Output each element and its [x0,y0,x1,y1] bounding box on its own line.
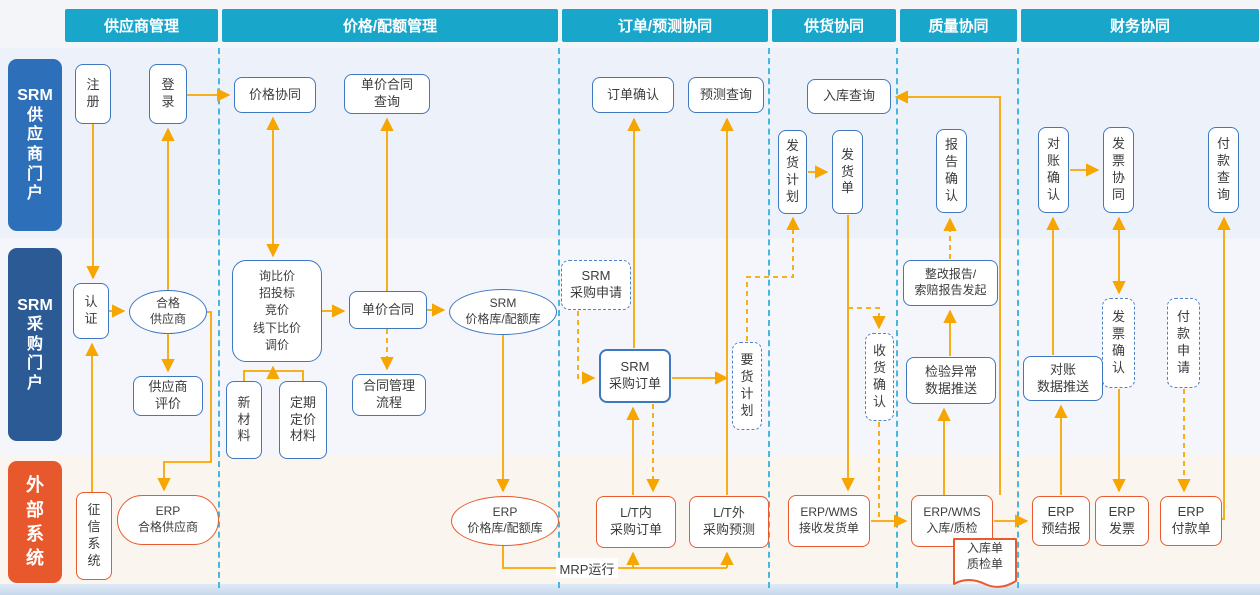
node-erp-qualified-supplier: ERP 合格供应商 [117,495,219,545]
document-shape [953,538,1017,588]
node-erp-payment: ERP 付款单 [1160,496,1222,546]
lane-srm-supplier-portal: SRM 供 应 商 门 户 [8,59,62,231]
edge-shipnote-receiptconfirm [848,307,886,330]
node-order-confirm: 订单确认 [592,77,674,113]
column-separator [896,48,898,588]
node-erp-presettle: ERP 预结报 [1032,496,1090,546]
node-contract-mgmt-process: 合同管理 流程 [352,374,426,416]
node-inbound-query: 入库查询 [807,79,891,114]
column-separator [218,48,220,588]
node-qualified-supplier: 合格 供应商 [129,290,207,334]
header-quality-collab: 质量协同 [900,9,1017,42]
header-supply-collab: 供货协同 [772,9,896,42]
edge-srmpr-srmpo [577,311,596,385]
edge-materials-join [243,370,304,381]
node-ship-plan: 发 货 计 划 [778,130,807,214]
node-rectification-report: 整改报告/ 索赔报告发起 [903,260,998,306]
node-payment-request: 付 款 申 请 [1167,298,1200,388]
node-erpwms-receive: ERP/WMS 接收发货单 [788,495,870,547]
edge-qualified-erp [157,311,212,492]
bottom-decor-strip [0,584,1260,595]
header-supplier-mgmt: 供应商管理 [65,9,218,42]
node-srm-purchase-order: SRM 采购订单 [599,349,671,403]
edge-erpwms-inboundquery [894,90,1001,495]
node-payment-query: 付 款 查 询 [1208,127,1239,213]
document-label: 入库单 质检单 [966,541,1003,571]
node-lt-in-po: L/T内 采购订单 [596,496,676,548]
edge-erppayment-paymentquery [1216,216,1231,520]
edge-erplib-mrp [502,546,727,569]
node-unit-price-contract-query: 单价合同 查询 [344,74,430,114]
node-receipt-confirm: 收 货 确 认 [865,333,894,421]
node-sourcing-methods: 询比价 招投标 竞价 线下比价 调价 [232,260,322,362]
header-price-quota-mgmt: 价格/配额管理 [222,9,558,42]
edge-deliveryplan-shipplan [746,216,800,341]
node-price-collab: 价格协同 [234,77,316,113]
label-mrp-run: MRP运行 [556,558,618,578]
node-inbound-qc-doc: 入库单 质检单 [952,537,1018,592]
node-login: 登 录 [149,64,187,124]
node-erp-invoice: ERP 发票 [1095,496,1149,546]
node-unit-price-contract: 单价合同 [349,291,427,329]
node-periodic-pricing-material: 定期 定价 材料 [279,381,327,459]
node-supplier-eval: 供应商 评价 [133,376,203,416]
header-order-forecast: 订单/预测协同 [562,9,768,42]
header-finance-collab: 财务协同 [1021,9,1259,42]
node-invoice-collab: 发 票 协 同 [1103,127,1134,213]
node-srm-purchase-request: SRM 采购申请 [561,260,631,310]
node-register: 注 册 [75,64,111,124]
lane-external-systems: 外 部 系 统 [8,461,62,583]
column-separator [768,48,770,588]
node-recon-data-push: 对账 数据推送 [1023,356,1103,401]
node-invoice-confirm: 发 票 确 认 [1102,298,1135,388]
node-delivery-req-plan: 要 货 计 划 [732,342,762,430]
lane-srm-purchase-portal: SRM 采 购 门 户 [8,248,62,441]
node-credit-system: 征 信 系 统 [76,492,112,580]
node-new-material: 新 材 料 [226,381,262,459]
node-auth: 认 证 [73,283,109,339]
node-forecast-query: 预测查询 [688,77,764,113]
node-srm-price-lib: SRM 价格库/配额库 [449,289,557,335]
node-recon-confirm: 对 账 确 认 [1038,127,1069,213]
node-lt-out-forecast: L/T外 采购预测 [689,496,769,548]
column-separator [1017,48,1019,588]
node-ship-note: 发 货 单 [832,130,863,214]
node-erp-price-lib: ERP 价格库/配额库 [451,496,559,546]
column-separator [558,48,560,588]
node-report-confirm: 报 告 确 认 [936,129,967,213]
node-inspection-data-push: 检验异常 数据推送 [906,357,996,404]
